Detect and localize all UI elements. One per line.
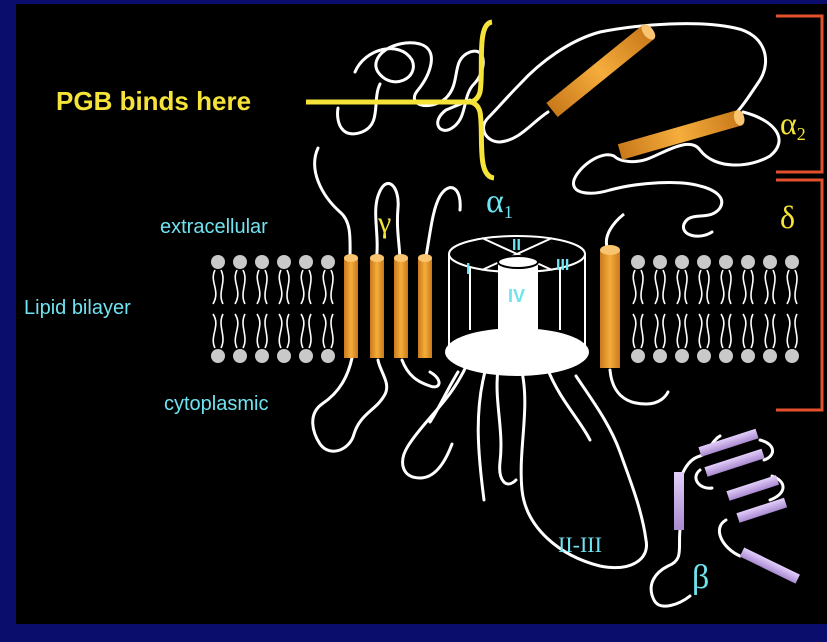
gamma-label: γ: [377, 206, 391, 239]
alpha2-subscript: 2: [797, 124, 806, 144]
lipid-head-bottom: [763, 349, 777, 363]
pgb-binding-label: PGB binds here: [56, 86, 251, 116]
domain-IV-label: IV: [508, 286, 525, 306]
lipid-head-bottom: [299, 349, 313, 363]
lipid-bilayer-label: Lipid bilayer: [24, 297, 131, 319]
lipid-head-top: [233, 255, 247, 269]
loop-II-III-label: II-III: [558, 532, 602, 557]
lipid-head-bottom: [675, 349, 689, 363]
gamma-helix-1: [344, 258, 358, 358]
lipid-head-top: [697, 255, 711, 269]
gamma-helix-3: [394, 258, 408, 358]
lipid-head-top: [321, 255, 335, 269]
lipid-head-bottom: [741, 349, 755, 363]
channel-pore-top: [498, 256, 538, 268]
alpha1-symbol: α: [486, 183, 504, 220]
lipid-head-top: [763, 255, 777, 269]
lipid-head-bottom: [255, 349, 269, 363]
lipid-head-top: [785, 255, 799, 269]
gamma-helix-2-cap: [370, 254, 384, 262]
lipid-head-top: [675, 255, 689, 269]
gamma-helix-4: [418, 258, 432, 358]
lipid-head-top: [719, 255, 733, 269]
domain-II-label: II: [512, 237, 521, 254]
beta-helix-vertical: [674, 472, 684, 530]
gamma-helix-3-cap: [394, 254, 408, 262]
lipid-head-top: [255, 255, 269, 269]
domain-III-label: III: [556, 257, 569, 274]
lipid-head-top: [631, 255, 645, 269]
alpha1-subscript: 1: [504, 202, 513, 222]
alpha2-symbol: α: [780, 105, 797, 141]
lipid-head-top: [277, 255, 291, 269]
lipid-head-bottom: [277, 349, 291, 363]
lipid-head-top: [211, 255, 225, 269]
lipid-head-bottom: [697, 349, 711, 363]
lipid-head-bottom: [719, 349, 733, 363]
lipid-head-bottom: [785, 349, 799, 363]
lipid-head-bottom: [233, 349, 247, 363]
gamma-helix-1-cap: [344, 254, 358, 262]
channel-pore: [498, 262, 538, 354]
delta-helix-cap: [600, 245, 620, 255]
gamma-helix-4-cap: [418, 254, 432, 262]
beta-label: β: [692, 559, 709, 596]
lipid-head-top: [741, 255, 755, 269]
lipid-head-top: [653, 255, 667, 269]
lipid-head-bottom: [211, 349, 225, 363]
lipid-head-top: [299, 255, 313, 269]
extracellular-label: extracellular: [160, 216, 268, 238]
delta-helix-body: [600, 250, 620, 368]
lipid-head-bottom: [631, 349, 645, 363]
domain-I-label: I: [466, 261, 470, 278]
lipid-head-bottom: [653, 349, 667, 363]
gamma-helix-2: [370, 258, 384, 358]
delta-label: δ: [780, 199, 795, 235]
cytoplasmic-label: cytoplasmic: [164, 393, 268, 415]
lipid-head-bottom: [321, 349, 335, 363]
